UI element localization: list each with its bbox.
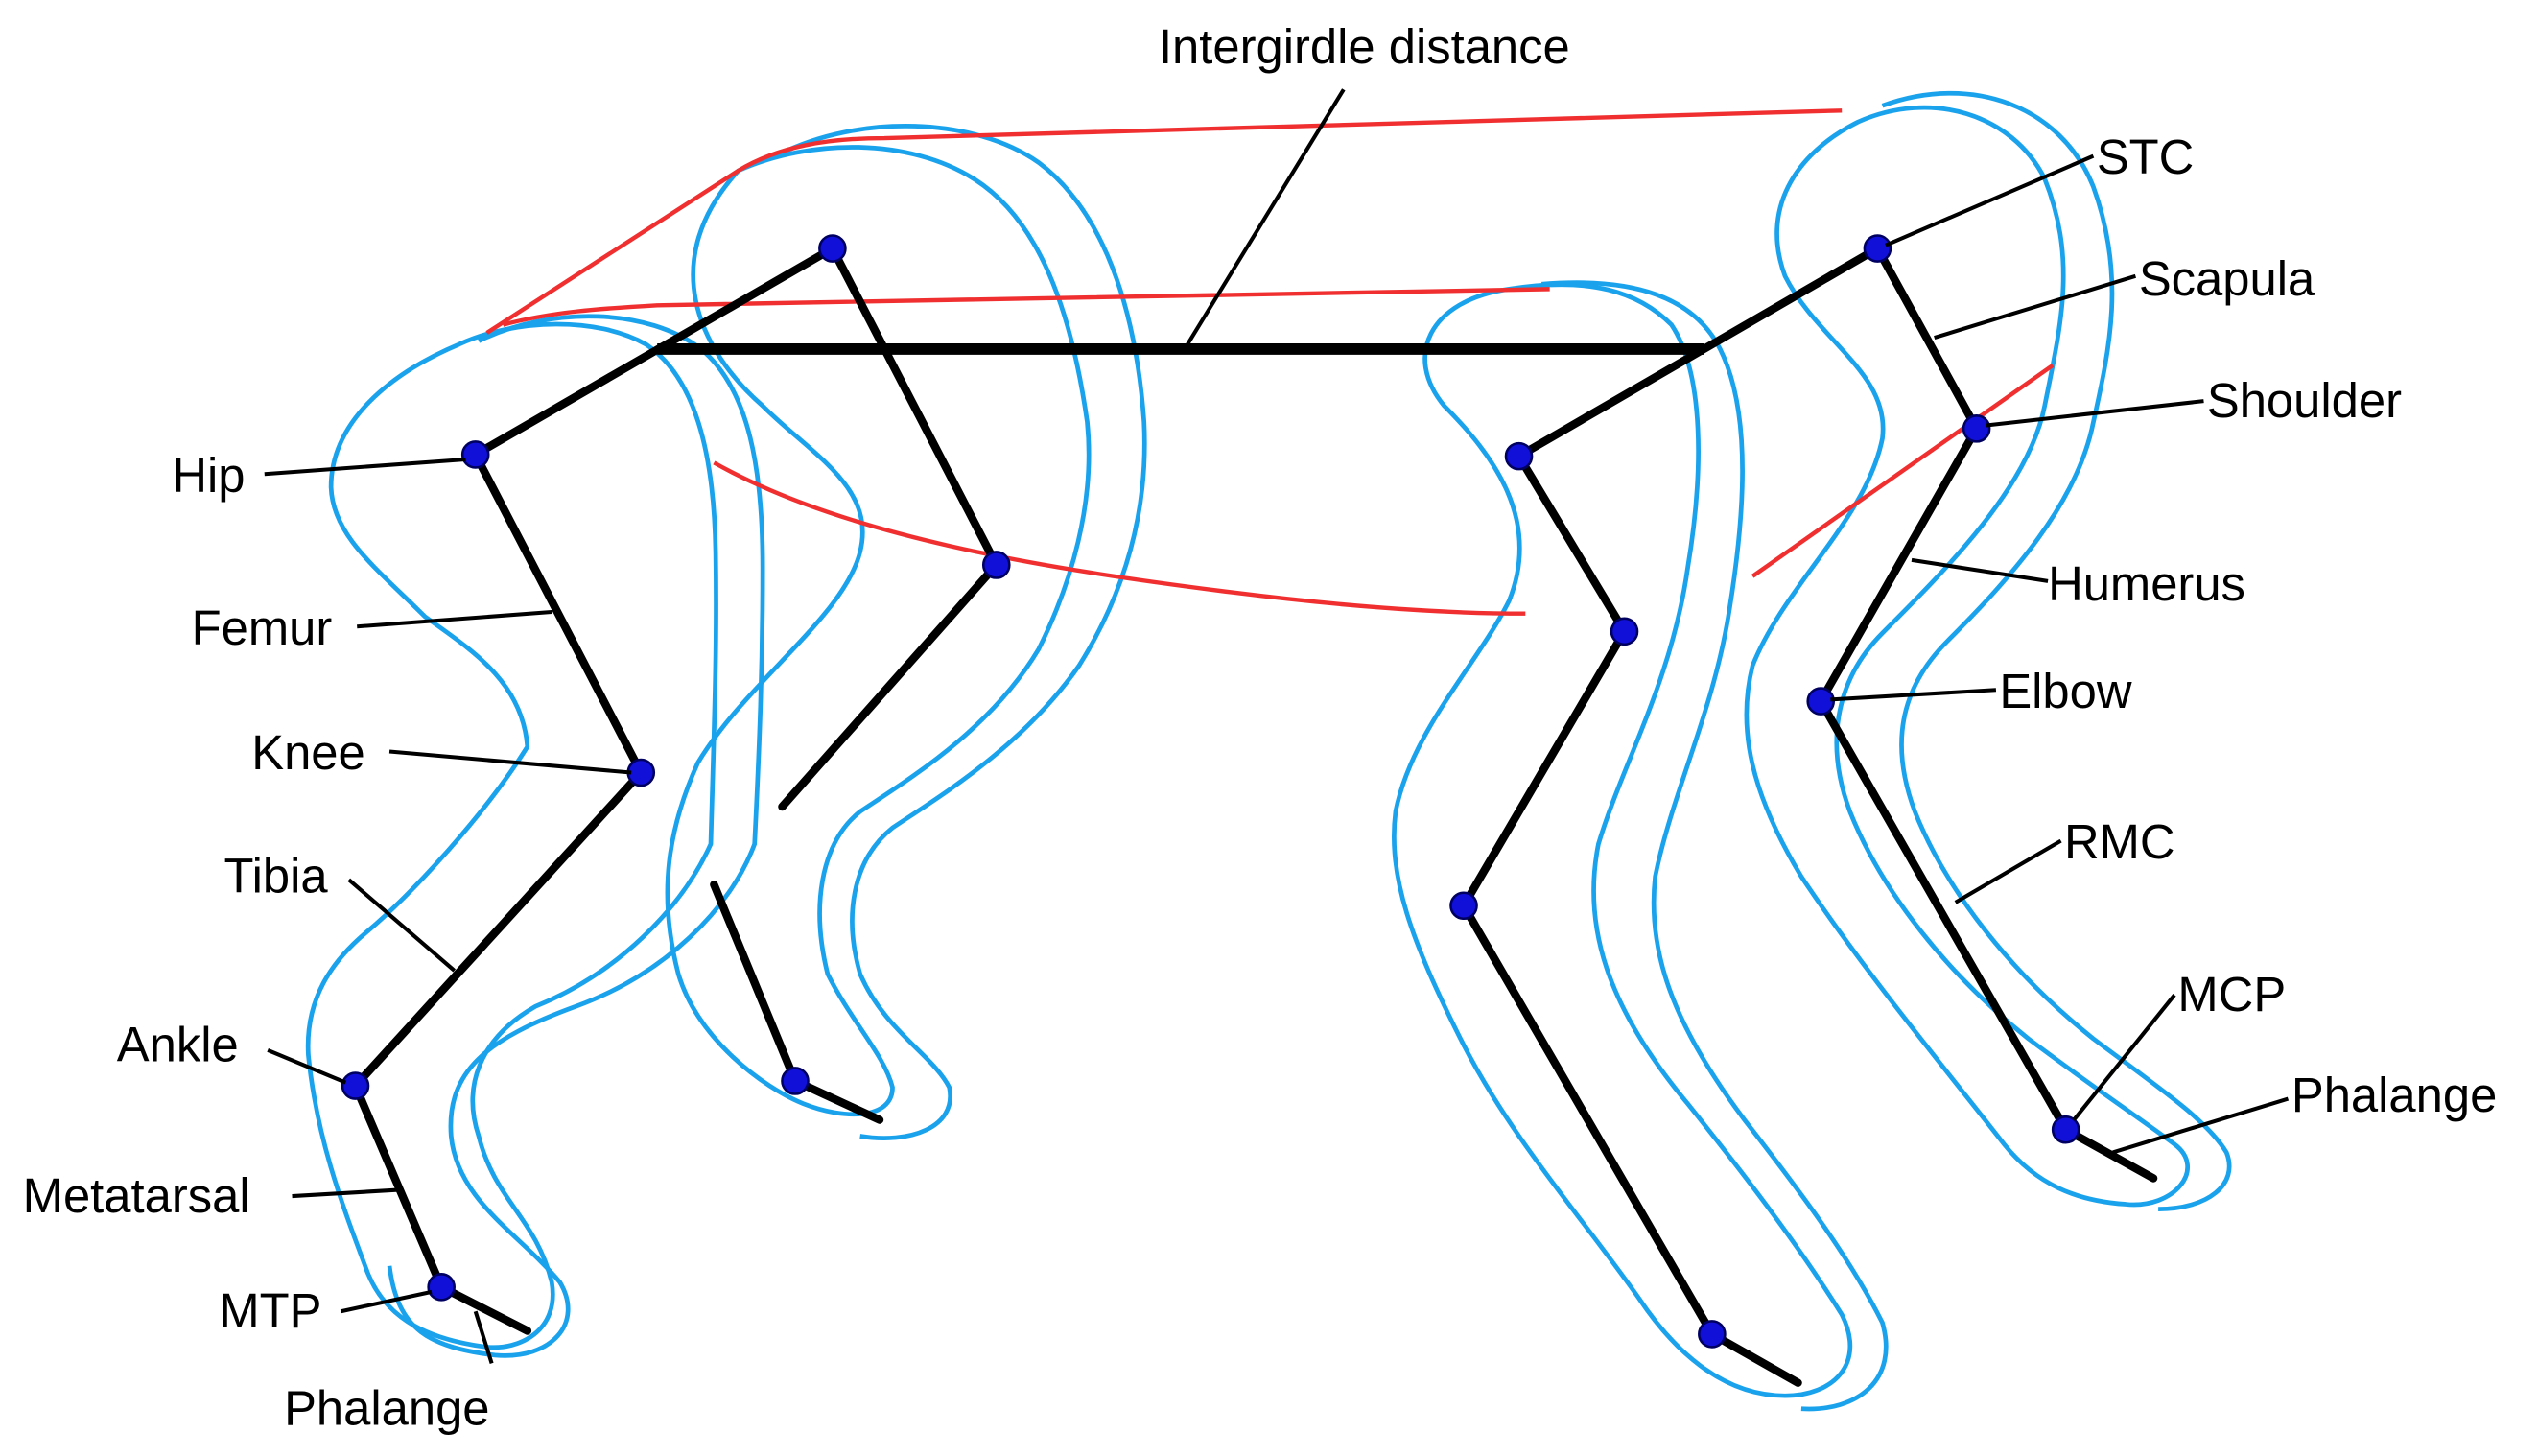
joint-elbow xyxy=(1806,687,1836,716)
left-fore-bones xyxy=(778,244,1001,811)
leader-femur xyxy=(357,610,552,629)
left-forelimb-outline-inner xyxy=(665,145,1092,1117)
label-phalange-fore: Phalange xyxy=(2291,1068,2497,1122)
label-hip: Hip xyxy=(172,448,245,503)
red-line-shoulder xyxy=(1751,364,2055,578)
label-scapula: Scapula xyxy=(2139,251,2315,306)
label-knee: Knee xyxy=(251,725,365,780)
leader-phalange-hind xyxy=(473,1310,494,1364)
leader-lines xyxy=(264,88,2290,1364)
right-middle-limb-outline-inner xyxy=(1391,282,1853,1398)
right-middle-bones xyxy=(1459,244,1882,1387)
left-hind-bones xyxy=(351,244,837,1335)
joint-shoulder xyxy=(1962,414,1991,443)
label-shoulder: Shoulder xyxy=(2207,373,2402,428)
joint-stc xyxy=(1863,234,1892,263)
red-line-top xyxy=(485,108,1843,335)
joint-right-hip xyxy=(1504,441,1534,471)
joint-left-fore-foot xyxy=(781,1067,810,1095)
left-forelimb-outline-outer xyxy=(778,124,1147,1140)
leader-scapula xyxy=(1934,273,2137,341)
limb-outlines xyxy=(305,90,2232,1412)
leader-mcp xyxy=(2072,994,2176,1121)
labels: Intergirdle distance STC Scapula Shoulde… xyxy=(23,19,2498,1435)
label-tibia: Tibia xyxy=(223,849,328,904)
leader-phalange-fore xyxy=(2112,1096,2290,1155)
joint-left-fore-knee xyxy=(981,551,1011,579)
red-line-upper xyxy=(502,287,1550,327)
label-ankle: Ankle xyxy=(117,1018,239,1072)
leader-ankle xyxy=(267,1047,347,1085)
leader-rmc xyxy=(1954,838,2062,904)
label-mtp: MTP xyxy=(219,1283,321,1338)
joint-ankle xyxy=(341,1071,370,1100)
leader-intergirdle xyxy=(1183,88,1346,351)
label-elbow: Elbow xyxy=(1999,664,2132,718)
leader-mtp xyxy=(340,1289,433,1314)
leader-humerus xyxy=(1911,557,2049,583)
label-phalange-hind: Phalange xyxy=(284,1381,489,1436)
leader-knee xyxy=(388,749,632,775)
right-forelimb-outline-outer xyxy=(1881,90,2232,1211)
label-intergirdle-distance: Intergirdle distance xyxy=(1159,19,1570,74)
leader-tibia xyxy=(347,878,457,973)
joint-right-mtp xyxy=(1698,1320,1727,1349)
left-hindlimb-outline-outer xyxy=(387,314,765,1358)
joint-mcp xyxy=(2051,1115,2080,1144)
joint-knee xyxy=(626,758,656,787)
right-middle-limb-outline-outer xyxy=(1541,280,1889,1412)
label-humerus: Humerus xyxy=(2048,556,2245,611)
leader-metatarsal xyxy=(292,1187,403,1199)
joint-left-girdle xyxy=(818,234,847,263)
label-rmc: RMC xyxy=(2064,814,2175,869)
label-mcp: MCP xyxy=(2177,967,2286,1022)
label-stc: STC xyxy=(2097,129,2195,184)
joint-hip xyxy=(460,440,490,469)
left-hindlimb-outline-inner xyxy=(305,321,718,1350)
leader-shoulder xyxy=(1986,399,2204,428)
joint-mtp xyxy=(427,1273,456,1302)
joints xyxy=(341,234,2080,1349)
leader-hip xyxy=(264,457,466,477)
label-metatarsal: Metatarsal xyxy=(23,1168,250,1223)
joint-right-knee xyxy=(1610,617,1639,646)
red-reference-lines xyxy=(485,108,2055,616)
red-line-curve xyxy=(713,460,1526,616)
leader-stc xyxy=(1885,153,2095,247)
label-femur: Femur xyxy=(192,600,333,655)
leader-elbow xyxy=(1830,688,1997,702)
right-forelimb-outline-inner xyxy=(1744,105,2190,1208)
joint-right-ankle xyxy=(1449,891,1478,921)
